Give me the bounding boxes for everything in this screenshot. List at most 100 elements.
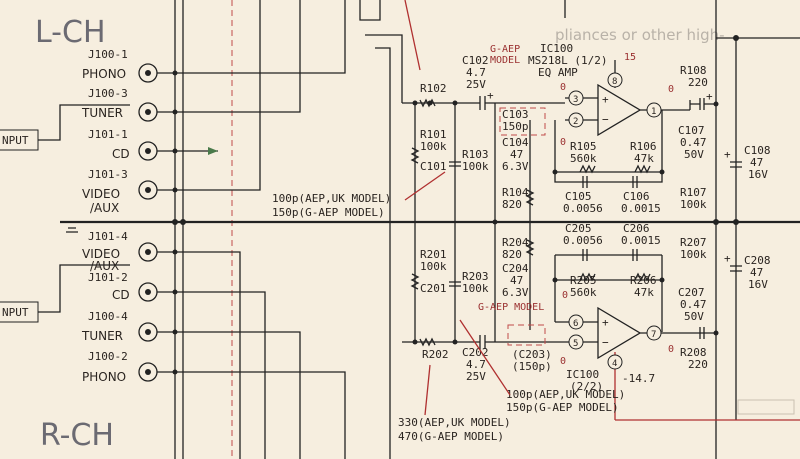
- c107-value: 0.47: [680, 136, 707, 149]
- r102-label: R102: [420, 82, 447, 95]
- c207-voltage: 50V: [684, 310, 704, 323]
- r108-label: R108: [680, 64, 707, 77]
- jack-name-phono-r: PHONO: [82, 370, 126, 384]
- pin2-voltage: 0: [560, 137, 566, 148]
- c102-value: 4.7: [466, 66, 486, 79]
- c101-note-1: 100p(AEP,UK MODEL): [272, 192, 391, 205]
- ic100b-part: (2/2): [570, 380, 603, 393]
- c202-value: 4.7: [466, 358, 486, 371]
- pin7-circle: [646, 325, 662, 341]
- svg-text:−: −: [602, 336, 609, 349]
- c203-value: (150p): [512, 360, 552, 373]
- r203-label: R203: [462, 270, 489, 283]
- pin8-voltage: 15: [624, 52, 636, 63]
- pin6-label: 6: [573, 319, 578, 329]
- r105-value: 560k: [570, 152, 597, 165]
- r205-value: 560k: [570, 286, 597, 299]
- left-channel-label: L-CH: [35, 15, 106, 50]
- c205-value: 0.0056: [563, 234, 603, 247]
- c106-value: 0.0015: [621, 202, 661, 215]
- r101-resistor: [410, 147, 420, 164]
- rca-jack: [138, 242, 158, 262]
- c101-note-2: 150p(G-AEP MODEL): [272, 206, 385, 219]
- c105-value: 0.0056: [563, 202, 603, 215]
- svg-text:+: +: [602, 316, 609, 329]
- pin2-circle: [568, 112, 584, 128]
- c207-label: C207: [678, 286, 705, 299]
- c102-capacitor: [470, 96, 565, 110]
- opamp-bottom: [597, 306, 642, 360]
- pin1-circle: [646, 102, 662, 118]
- top-stubs: [359, 0, 566, 21]
- pin7-voltage: 0: [668, 344, 674, 355]
- pin3-voltage: 0: [560, 82, 566, 93]
- right-channel-label: R-CH: [40, 418, 114, 453]
- r106-value: 47k: [634, 152, 654, 165]
- c108-value: 47: [750, 156, 763, 169]
- c201-label: C201: [420, 282, 447, 295]
- c206-value: 0.0015: [621, 234, 661, 247]
- c103-dashed-box: [499, 107, 546, 136]
- pin3-label: 3: [573, 95, 578, 105]
- c201-note-1: 100p(AEP,UK MODEL): [506, 388, 625, 401]
- model-note-top-2: MODEL: [490, 55, 520, 66]
- svg-text:+: +: [706, 90, 713, 103]
- c108-label: C108: [744, 144, 771, 157]
- r202-label: R202: [422, 348, 449, 361]
- jack-name-phono-l: PHONO: [82, 67, 126, 81]
- pin8-circle: [607, 72, 623, 88]
- jack-name-cd-r: CD: [112, 288, 130, 302]
- ic100-function: EQ AMP: [538, 66, 578, 79]
- r205-label: R205: [570, 274, 597, 287]
- cd-arrow-icon: [208, 147, 218, 155]
- ic100-label: IC100: [540, 42, 573, 55]
- svg-text:+: +: [602, 93, 609, 106]
- pin4-circle: [607, 354, 623, 370]
- r101-label: R101: [420, 128, 447, 141]
- jack-ref-j100-1: J100-1: [88, 48, 128, 61]
- r208-value: 220: [688, 358, 708, 371]
- c104-value: 47: [510, 148, 523, 161]
- c203-label: (C203): [512, 348, 552, 361]
- jack-ref-j100-4: J100-4: [88, 310, 128, 323]
- jack-ref-j101-3: J101-3: [88, 168, 128, 181]
- rca-jack: [138, 63, 158, 83]
- pin5-voltage: 0: [560, 356, 566, 367]
- pin1-label: 1: [651, 107, 656, 117]
- r106-label: R106: [630, 140, 657, 153]
- c205-label: C205: [565, 222, 592, 235]
- r104-label: R104: [502, 186, 529, 199]
- c102-voltage: 25V: [466, 78, 486, 91]
- pin2-label: 2: [573, 117, 578, 127]
- c206-label: C206: [623, 222, 650, 235]
- r103-label: R103: [462, 148, 489, 161]
- c104-label: C104: [502, 136, 529, 149]
- r201-label: R201: [420, 248, 447, 261]
- routing-lines-bottom: [183, 251, 346, 459]
- rca-jack: [138, 180, 158, 200]
- pin3-circle: [568, 90, 584, 106]
- c104-voltage: 6.3V: [502, 160, 529, 173]
- r107-label: R107: [680, 186, 707, 199]
- r105-label: R105: [570, 140, 597, 153]
- c208-label: C208: [744, 254, 771, 267]
- r204-value: 820: [502, 248, 522, 261]
- jack-name-tuner-l: TUNER: [81, 106, 123, 120]
- jack-ref-j101-2: J101-2: [88, 271, 128, 284]
- c208-value: 47: [750, 266, 763, 279]
- c107-label: C107: [678, 124, 705, 137]
- jack-ref-j101-4: J101-4: [88, 230, 128, 243]
- ic100b-label: IC100: [566, 368, 599, 381]
- c204-voltage: 6.3V: [502, 286, 529, 299]
- r207-label: R207: [680, 236, 707, 249]
- ground-symbol: [66, 227, 78, 233]
- pin6-voltage: 0: [562, 290, 568, 301]
- pin6-circle: [568, 314, 584, 330]
- pin7-label: 7: [651, 330, 656, 340]
- r203-value: 100k: [462, 282, 489, 295]
- ic100-part: MS218L (1/2): [528, 54, 607, 67]
- pin5-circle: [568, 334, 584, 350]
- pin4-label: 4: [612, 359, 617, 369]
- pin1-voltage: 0: [668, 84, 674, 95]
- red-pointer-line: [404, 0, 421, 71]
